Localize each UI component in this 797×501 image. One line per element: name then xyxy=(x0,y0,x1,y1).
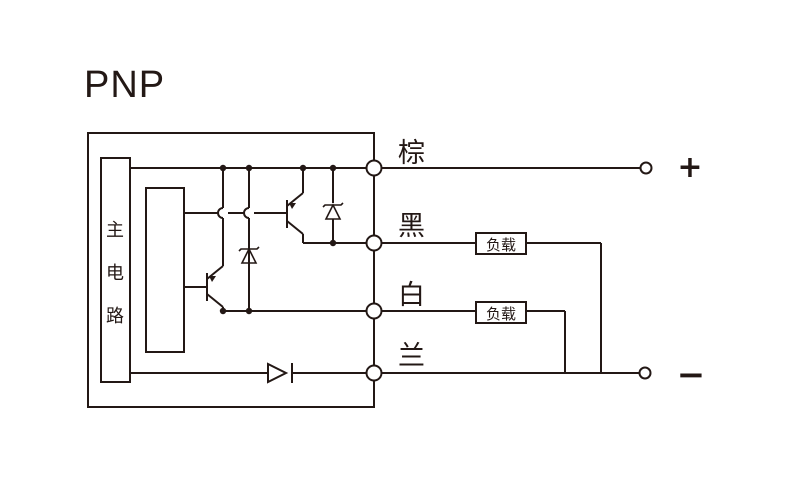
brown-terminal xyxy=(365,159,383,177)
junction-dot xyxy=(219,307,227,315)
black-terminal xyxy=(365,234,383,252)
blue-wire-label: 兰 xyxy=(398,341,425,372)
main-circuit-char-2: 电 xyxy=(106,263,124,284)
output-transistor-arrow xyxy=(289,203,296,209)
minus-supply-terminal xyxy=(638,366,652,380)
driver-block xyxy=(145,187,185,353)
diagram-title: PNP xyxy=(84,64,166,106)
white-load-box xyxy=(475,301,527,324)
zener-diode-upper xyxy=(324,203,342,220)
output-transistor-collector xyxy=(286,220,304,235)
crossover-arc xyxy=(243,207,250,219)
lower-transistor-collector xyxy=(206,293,224,308)
zener-bar-lower xyxy=(238,246,260,252)
white-terminal xyxy=(365,302,383,320)
plus-supply-terminal xyxy=(639,161,653,175)
zener-bar-upper xyxy=(322,202,344,208)
minus-sign: − xyxy=(677,355,706,395)
white-load-label: 负载 xyxy=(486,305,516,323)
lower-transistor-arrow xyxy=(209,276,216,282)
reverse-protection-diode xyxy=(267,362,289,384)
brown-wire-label: 棕 xyxy=(398,138,425,169)
main-circuit-char-1: 主 xyxy=(106,220,124,241)
white-wire-label: 白 xyxy=(398,280,425,311)
blue-terminal xyxy=(365,364,383,382)
main-circuit-char-3: 路 xyxy=(106,306,124,327)
zener-diode-lower xyxy=(240,247,258,264)
junction-dot xyxy=(245,307,253,315)
sensor-housing xyxy=(87,132,375,408)
black-wire-label: 黑 xyxy=(398,211,425,242)
plus-sign: + xyxy=(677,150,702,185)
black-load-label: 负载 xyxy=(486,236,516,254)
crossover-arc xyxy=(217,207,224,219)
main-circuit-block xyxy=(100,157,131,383)
